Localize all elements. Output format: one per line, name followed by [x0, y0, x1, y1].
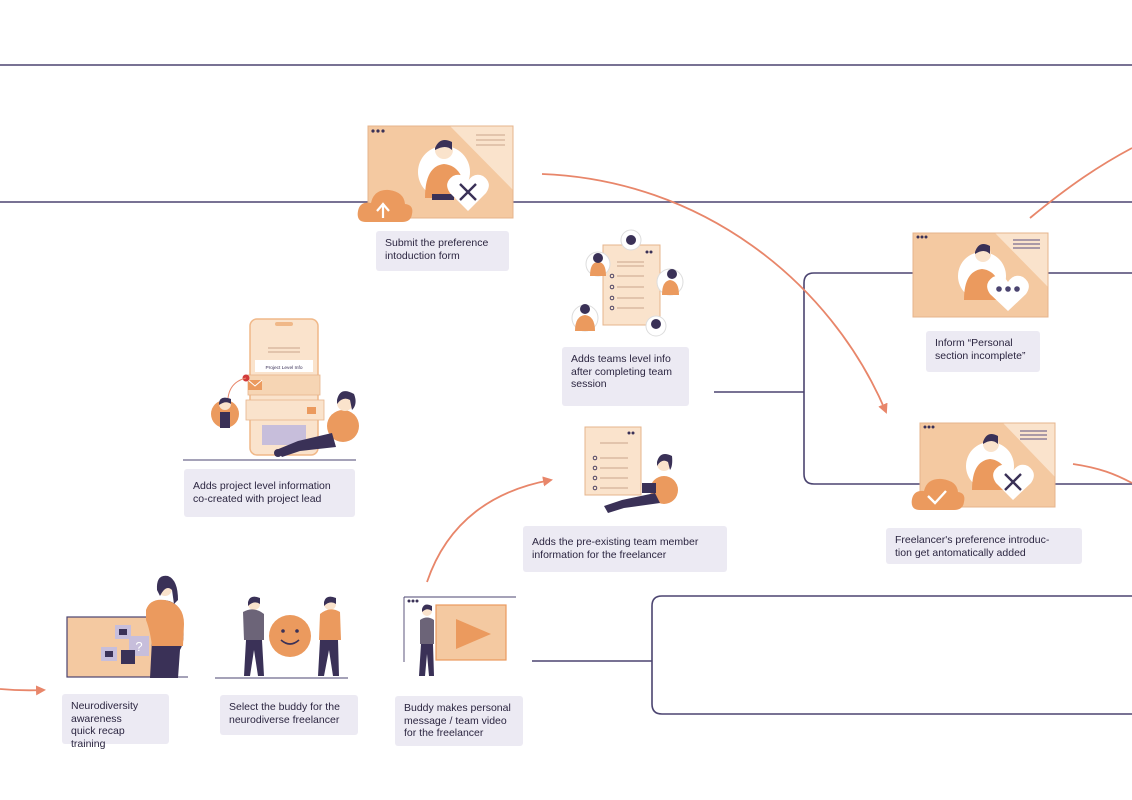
mail-icon: [248, 380, 262, 390]
training-illustration: ?: [66, 575, 188, 678]
check-cloud-icon: [911, 478, 965, 510]
member-document: [584, 426, 642, 496]
auto-added-illustration: [911, 422, 1056, 510]
step-buddy-message: Buddy makes personal message / team vide…: [395, 696, 523, 746]
step-auto-added: Freelancer's preference introduc- tion g…: [886, 528, 1082, 564]
buddy-message-illustration: [403, 596, 516, 676]
window-dot-icon: [371, 129, 375, 133]
step-inform-incomplete: Inform “Personal section incomplete”: [926, 331, 1040, 372]
arrow-into-training: [0, 685, 46, 696]
step-select-buddy: Select the buddy for the neurodiverse fr…: [220, 695, 358, 735]
submit-form-illustration: [357, 125, 514, 222]
step-adds-preexisting-info: Adds the pre-existing team member inform…: [523, 526, 727, 572]
inform-illustration: [912, 232, 1049, 318]
arrow-buddy-to-preexisting: [426, 476, 553, 583]
heart-chat-icon: [987, 275, 1029, 311]
step-adds-project-info: Adds project level information co-create…: [184, 469, 355, 517]
flow-arrows: [0, 147, 1132, 696]
select-buddy-illustration: [215, 596, 348, 679]
project-info-illustration: Project Level Info: [183, 318, 359, 461]
preexisting-info-illustration: [584, 426, 678, 513]
branch-bracket: [803, 272, 1132, 485]
step-neurodiversity-training: Neurodiversity awareness quick recap tra…: [62, 694, 169, 750]
swimlane-lines: [0, 64, 1132, 715]
step-adds-team-info: Adds teams level info after completing t…: [562, 347, 689, 406]
svg-text:?: ?: [135, 639, 142, 654]
arrow-form-to-auto-add: [541, 173, 888, 414]
smiley-icon: [269, 615, 311, 657]
play-icon: [456, 619, 491, 649]
arrow-exit-top-right: [1029, 147, 1132, 219]
phone-caption: Project Level Info: [265, 365, 302, 371]
arrow-exit-right: [1072, 463, 1132, 484]
team-member-avatar: [327, 410, 359, 442]
step-submit-form: Submit the preference intoduction form: [376, 231, 509, 271]
team-info-illustration: [571, 229, 684, 337]
next-phase-box: [651, 595, 1132, 715]
